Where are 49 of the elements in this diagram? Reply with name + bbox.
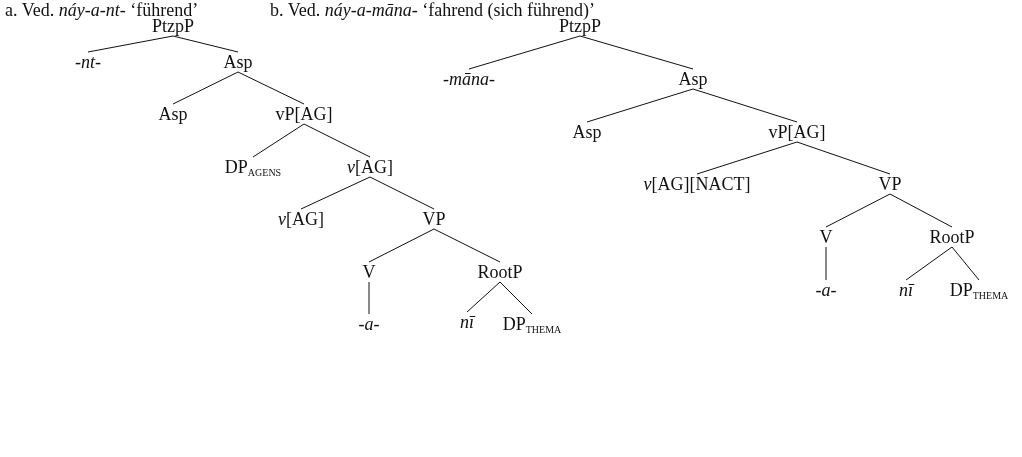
branch-line [237, 71, 305, 105]
tree-heading: b. Ved. náy-a-māna- ‘fahrend (sich führend)’ [270, 0, 596, 20]
tree-node-label: DP$_{AGENS}$ [224, 157, 282, 183]
branch-line [468, 35, 581, 70]
branch-line [252, 123, 305, 158]
branch-line [796, 141, 891, 175]
tree-node-label: Asp [678, 69, 708, 89]
branch-line [696, 141, 798, 175]
tree-node-label: -a- [815, 280, 837, 300]
branch-line [433, 228, 501, 263]
tree-node-label: RootP [929, 227, 975, 247]
tree-node-label: RootP [477, 262, 523, 282]
tree-node-label: DP$_{THEMA}$ [502, 314, 562, 340]
tree-node-label: Asp [158, 104, 188, 124]
tree-node-label: vP[AG] [768, 122, 826, 142]
tree-node-label: -nt- [75, 52, 101, 72]
branch-line [579, 35, 694, 70]
branch-line [87, 35, 174, 53]
tree-node-label: Asp [572, 122, 602, 142]
tree-node-label: VP [878, 174, 902, 194]
branch-line [172, 71, 239, 105]
tree-node-label: DP$_{THEMA}$ [949, 280, 1009, 306]
tree-node-label: nī [460, 312, 474, 332]
branch-line [369, 176, 435, 210]
branch-line [368, 228, 435, 263]
tree-node-label: V [362, 262, 376, 282]
branch-line [905, 246, 953, 281]
branch-line [825, 193, 891, 228]
branch-line [368, 281, 370, 315]
branch-line [172, 35, 239, 53]
branch-line [586, 88, 694, 123]
tree-node-label: V [819, 227, 833, 247]
branch-line [466, 281, 501, 313]
branch-line [692, 88, 798, 123]
tree-node-label: -māna- [443, 69, 495, 89]
tree-node-label: v[AG] [347, 157, 393, 177]
tree-node-label: vP[AG] [275, 104, 333, 124]
branch-line [303, 123, 371, 158]
tree-node-label: nī [899, 280, 913, 300]
tree-node-label: v[AG] [278, 209, 324, 229]
branch-line [825, 246, 827, 281]
tree-node-label: -a- [358, 314, 380, 334]
tree-node-label: v[AG][NACT] [643, 174, 751, 194]
branch-line [300, 176, 371, 210]
tree-node-label: VP [422, 209, 446, 229]
branch-line [889, 193, 953, 228]
branch-line [951, 246, 980, 281]
tree-node-label: Asp [223, 52, 253, 72]
branch-line [499, 281, 533, 315]
